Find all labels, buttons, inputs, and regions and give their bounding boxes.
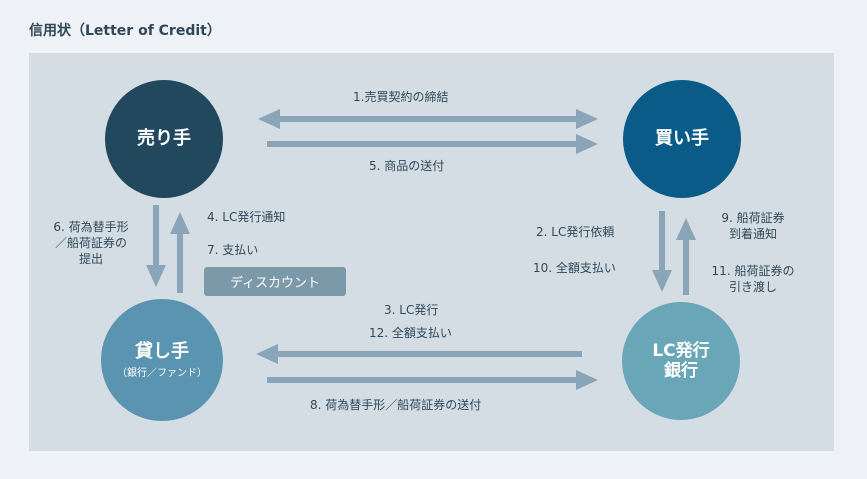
label-docs-submit-line1: 6. 荷為替手形 [53, 220, 129, 234]
label-lc-notice: 4. LC発行通知 [207, 210, 286, 224]
label-docs-arrival-line2: 到着通知 [728, 227, 777, 242]
label-full-payment-bank: 12. 全額支払い [369, 326, 452, 340]
lc-issue-arrow [256, 344, 582, 364]
label-contract: 1.売買契約の締結 [353, 90, 449, 104]
label-docs-handover-line1: 11. 船荷証券の [711, 264, 795, 278]
issuing-bank-name-line1: LC発行 [652, 340, 710, 361]
contract-arrow [258, 109, 598, 129]
buyer-name: 買い手 [655, 128, 709, 150]
page-title: 信用状（Letter of Credit） [29, 23, 221, 39]
label-docs-handover: 11. 船荷証券の 引き渡し [703, 263, 803, 295]
docs-handover-arrow [676, 218, 696, 295]
seller-node: 売り手 [105, 80, 223, 198]
shipping-arrow [267, 134, 598, 154]
label-docs-submit-line2: ／船荷証券の [54, 236, 127, 251]
label-docs-arrival-line1: 9. 船荷証券 [721, 211, 785, 225]
label-lc-issue: 3. LC発行 [384, 303, 439, 317]
lc-request-arrow [652, 211, 672, 292]
buyer-node: 買い手 [623, 80, 741, 198]
docs-send-arrow [267, 370, 598, 390]
seller-name: 売り手 [137, 128, 191, 150]
lender-name: 貸し手 [135, 340, 189, 362]
issuing-bank-node: LC発行 銀行 [622, 302, 740, 420]
discount-badge: ディスカウント [204, 267, 346, 296]
label-docs-handover-line2: 引き渡し [728, 280, 777, 295]
issuing-bank-name-line2: 銀行 [664, 361, 698, 381]
label-shipping: 5. 商品の送付 [369, 159, 445, 173]
lc-notice-payment-arrow [170, 212, 190, 293]
lender-subtitle: （銀行／ファンド） [117, 368, 207, 380]
lender-node: 貸し手 （銀行／ファンド） [101, 299, 223, 421]
label-docs-submit: 6. 荷為替手形 ／船荷証券の 提出 [36, 219, 146, 268]
label-docs-submit-line3: 提出 [78, 252, 103, 267]
label-lc-request: 2. LC発行依頼 [536, 225, 615, 239]
label-docs-arrival: 9. 船荷証券 到着通知 [708, 210, 798, 242]
label-payment: 7. 支払い [207, 243, 259, 257]
docs-submit-arrow [146, 205, 166, 287]
label-docs-send: 8. 荷為替手形／船荷証券の送付 [310, 398, 482, 412]
label-full-payment-buyer: 10. 全額支払い [533, 261, 616, 275]
